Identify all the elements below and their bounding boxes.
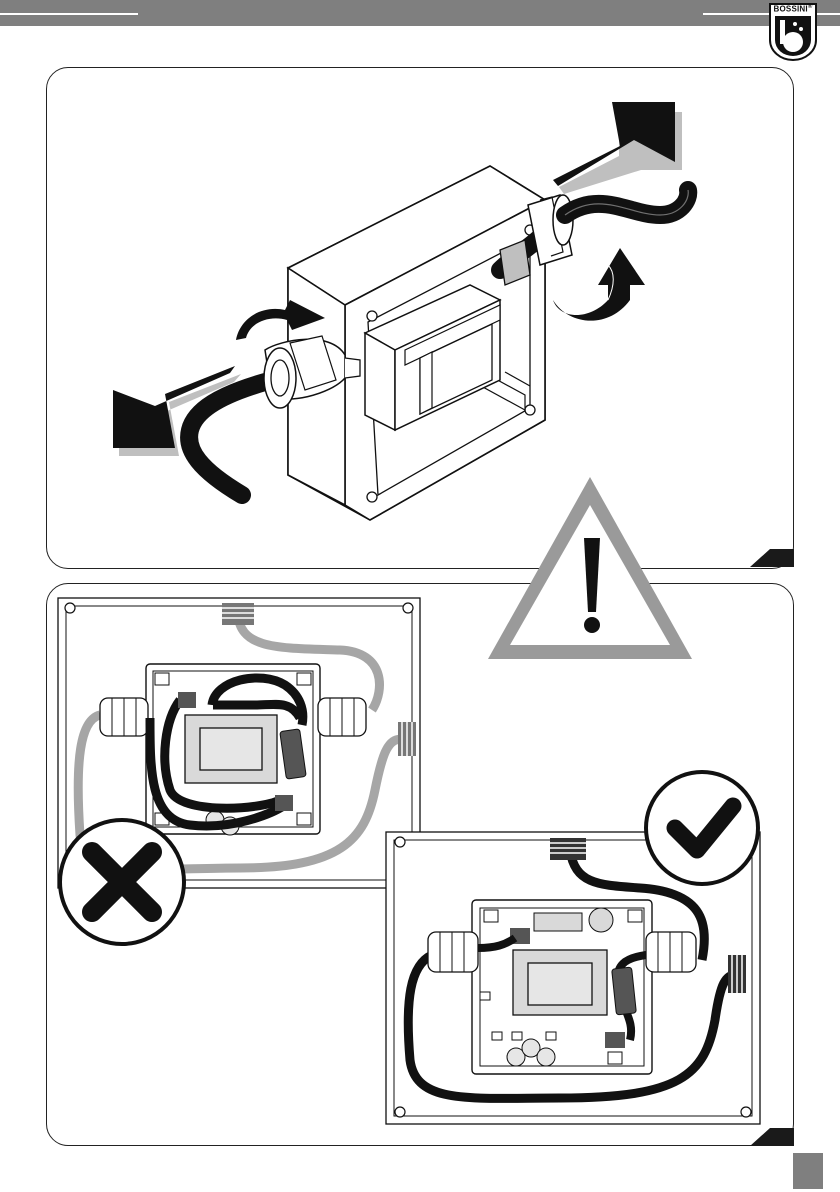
panel-tab-top bbox=[750, 549, 794, 567]
right-cable-gland bbox=[500, 190, 688, 285]
page-number-tab bbox=[793, 1153, 823, 1189]
check-icon bbox=[646, 772, 758, 884]
warning-icon bbox=[488, 477, 692, 659]
panel-tab-bottom bbox=[750, 1128, 794, 1146]
cross-icon bbox=[60, 820, 184, 944]
